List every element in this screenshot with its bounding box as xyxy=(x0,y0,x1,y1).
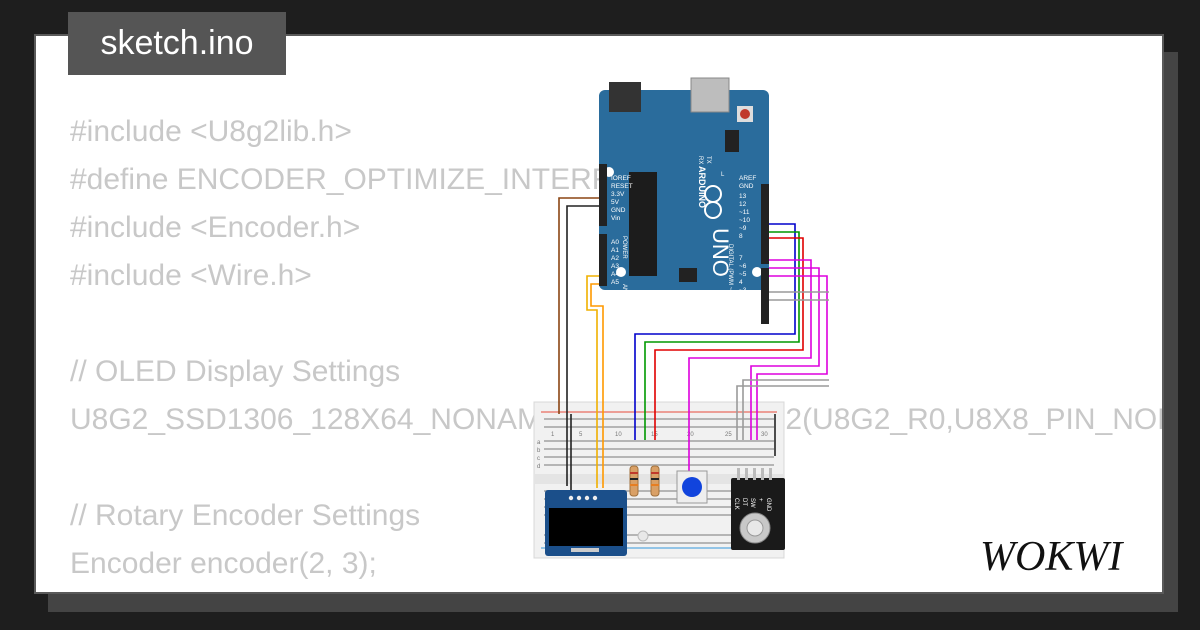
encoder-pin-label: SW xyxy=(749,498,755,508)
code-line: // OLED Display Settings xyxy=(70,355,401,388)
wire-gray xyxy=(736,299,829,440)
digital-pin-label: RX 0 xyxy=(739,311,754,318)
power-pin-label: Vin xyxy=(611,215,621,222)
digital-pin-label: ~5 xyxy=(739,271,747,278)
wire-blue xyxy=(634,223,796,440)
code-preview: #include <U8g2lib.h>#define ENCODER_OPTI… xyxy=(70,108,1162,588)
digital-pin-label: TX 1 xyxy=(739,303,753,310)
code-line: Encoder encoder(2, 3); xyxy=(70,547,377,580)
digital-pin-label: 7 xyxy=(739,255,743,262)
power-pin-label: RESET xyxy=(611,183,633,190)
project-preview-card[interactable]: #include <U8g2lib.h>#define ENCODER_OPTI… xyxy=(34,34,1164,594)
wire-red xyxy=(654,237,804,440)
analog-pin-label: A1 xyxy=(611,247,619,254)
wokwi-logo-text: WOKWI xyxy=(980,534,1124,580)
power-pin-label: 3.3V xyxy=(611,191,625,198)
breadboard-col-label: 25 xyxy=(725,432,732,438)
file-tab[interactable]: sketch.ino xyxy=(68,12,286,75)
breadboard-row-label: c xyxy=(537,456,540,462)
digital-pin-label: 4 xyxy=(739,279,743,286)
gnd-label: GND xyxy=(739,183,754,190)
encoder-pin-label: GND xyxy=(765,498,771,512)
wires xyxy=(558,197,829,496)
rotary-encoder[interactable]: CLK DT SW + GND xyxy=(731,468,785,550)
tx-label: TX xyxy=(705,156,711,164)
breadboard-col-label: 1 xyxy=(551,432,555,438)
arduino-brand-label: ARDUINO xyxy=(697,166,707,208)
wire-magenta-1 xyxy=(688,259,812,480)
breadboard-row-label: a xyxy=(537,440,541,446)
analog-pin-label: A5 xyxy=(611,279,619,286)
on-label: ON xyxy=(725,298,731,307)
digital-label: DIGITAL (PWM ~) xyxy=(727,244,733,292)
file-name: sketch.ino xyxy=(100,24,254,62)
code-line: #include <Encoder.h> xyxy=(70,211,361,244)
digital-pin-label: 8 xyxy=(739,233,743,240)
wire-scl xyxy=(590,283,604,488)
digital-pin-label: ~9 xyxy=(739,225,747,232)
encoder-pin-label: + xyxy=(757,498,763,502)
oled-display[interactable] xyxy=(545,490,627,556)
digital-pin-label: 2 xyxy=(739,295,743,302)
digital-pin-label: ~10 xyxy=(739,217,750,224)
rx-label: RX xyxy=(697,156,703,164)
breadboard-row-label: d xyxy=(537,464,540,470)
push-button[interactable] xyxy=(676,470,708,504)
code-line: #include <U8g2lib.h> xyxy=(70,115,352,148)
wire-white xyxy=(742,291,829,440)
wire-gnd xyxy=(566,205,599,486)
code-line: // Rotary Encoder Settings xyxy=(70,499,421,532)
power-label: POWER xyxy=(621,236,627,259)
code-line: #include <Wire.h> xyxy=(70,259,312,292)
digital-pin-label: ~3 xyxy=(739,287,747,294)
resistors xyxy=(629,465,660,542)
l-label: L xyxy=(721,172,725,178)
power-pin-label: 5V xyxy=(611,199,620,206)
breadboard-col-label: 20 xyxy=(687,432,694,438)
digital-pin-label: 12 xyxy=(739,201,747,208)
arduino-model-label: UNO xyxy=(708,228,733,277)
digital-pin-label: ~6 xyxy=(739,263,747,270)
digital-pin-label: ~11 xyxy=(739,209,750,216)
analog-in-label: ANALOG IN xyxy=(621,284,627,317)
analog-pin-label: A0 xyxy=(611,239,619,246)
encoder-pin-label: CLK xyxy=(733,498,739,510)
wire-magenta-2 xyxy=(750,267,820,440)
wire-green xyxy=(644,231,800,440)
power-pin-label: IOREF xyxy=(611,175,631,182)
analog-pin-label: A4 xyxy=(611,271,619,278)
circuit-diagram: IOREF RESET 3.3V 5V GND Vin POWER A0 A1 … xyxy=(533,77,829,559)
breadboard-col-label: 5 xyxy=(579,432,583,438)
reset-button xyxy=(740,109,750,119)
analog-pin-label: A2 xyxy=(611,255,619,262)
power-pin-label: GND xyxy=(611,207,626,214)
analog-pin-label: A3 xyxy=(611,263,619,270)
wire-magenta-3 xyxy=(756,275,828,440)
aref-label: AREF xyxy=(739,175,756,182)
breadboard-col-label: 10 xyxy=(615,432,622,438)
encoder-pin-label: DT xyxy=(741,498,747,506)
breadboard-row-label: b xyxy=(537,448,541,454)
digital-pin-label: 13 xyxy=(739,193,747,200)
breadboard-col-label: 30 xyxy=(761,432,768,438)
wire-sda xyxy=(586,275,599,488)
wire-5v xyxy=(558,197,599,414)
arduino-uno-board[interactable]: IOREF RESET 3.3V 5V GND Vin POWER A0 A1 … xyxy=(599,77,769,324)
wokwi-logo: WOKWI xyxy=(980,534,1124,580)
